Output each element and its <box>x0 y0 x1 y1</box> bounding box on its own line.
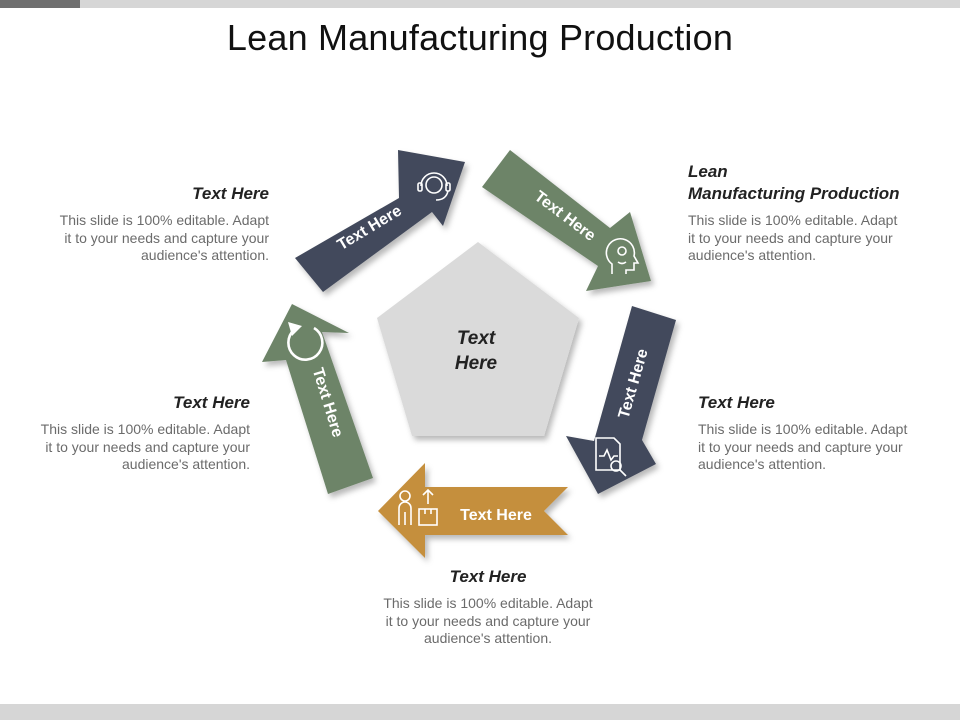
body-line: This slide is 100% editable. Adapt <box>383 595 593 611</box>
info-heading-line2: Manufacturing Production <box>688 184 900 203</box>
info-block-mid-left: Text Here This slide is 100% editable. A… <box>10 392 250 474</box>
info-heading: Text Here <box>449 567 527 586</box>
body-line: This slide is 100% editable. Adapt <box>698 421 908 437</box>
info-heading: Text Here <box>698 393 775 412</box>
document-search-icon <box>595 437 627 477</box>
body-line: This slide is 100% editable. Adapt <box>40 421 250 437</box>
body-line: it to your needs and capture your <box>688 229 893 246</box>
bottom-decor-bar <box>0 704 960 720</box>
body-line: audience's attention. <box>424 630 552 646</box>
body-line: This slide is 100% editable. Adapt <box>59 212 269 228</box>
info-heading-line1: Lean <box>688 162 728 181</box>
arrow-right <box>566 306 676 494</box>
body-line: audience's attention. <box>141 247 269 263</box>
person-box-icon <box>398 488 438 526</box>
info-body: This slide is 100% editable. Adapt it to… <box>30 212 269 265</box>
body-line: audience's attention. <box>122 456 250 472</box>
body-line: audience's attention. <box>698 456 826 472</box>
arrow-top-right <box>482 150 651 291</box>
info-block-mid-right: Text Here This slide is 100% editable. A… <box>698 392 948 474</box>
info-block-top-right: Lean Manufacturing Production This slide… <box>688 161 953 265</box>
headset-icon <box>417 172 451 201</box>
body-line: it to your needs and capture your <box>64 229 269 246</box>
top-accent-bar <box>0 0 80 8</box>
head-brain-icon <box>605 238 640 274</box>
body-line: it to your needs and capture your <box>698 438 903 455</box>
top-decor-bar <box>0 0 960 8</box>
info-block-top-left: Text Here This slide is 100% editable. A… <box>30 183 269 265</box>
info-heading: Text Here <box>173 393 250 412</box>
arrow-bottom <box>378 463 568 558</box>
info-body: This slide is 100% editable. Adapt it to… <box>698 421 948 474</box>
body-line: This slide is 100% editable. Adapt <box>688 212 898 228</box>
center-label-line1: Text <box>457 328 496 349</box>
body-line: audience's attention. <box>688 247 816 263</box>
info-block-bottom: Text Here This slide is 100% editable. A… <box>358 566 618 648</box>
body-line: it to your needs and capture your <box>45 438 250 455</box>
page-title: Lean Manufacturing Production <box>226 17 734 58</box>
center-label-line2: Here <box>455 353 498 374</box>
info-body: This slide is 100% editable. Adapt it to… <box>10 421 250 474</box>
info-body: This slide is 100% editable. Adapt it to… <box>358 595 618 648</box>
info-body: This slide is 100% editable. Adapt it to… <box>688 212 953 265</box>
refresh-icon <box>287 322 324 361</box>
arrow-bottom-label: Text Here <box>460 507 532 524</box>
info-heading: Text Here <box>192 184 269 203</box>
body-line: it to your needs and capture your <box>385 612 591 629</box>
center-pentagon <box>377 242 579 436</box>
